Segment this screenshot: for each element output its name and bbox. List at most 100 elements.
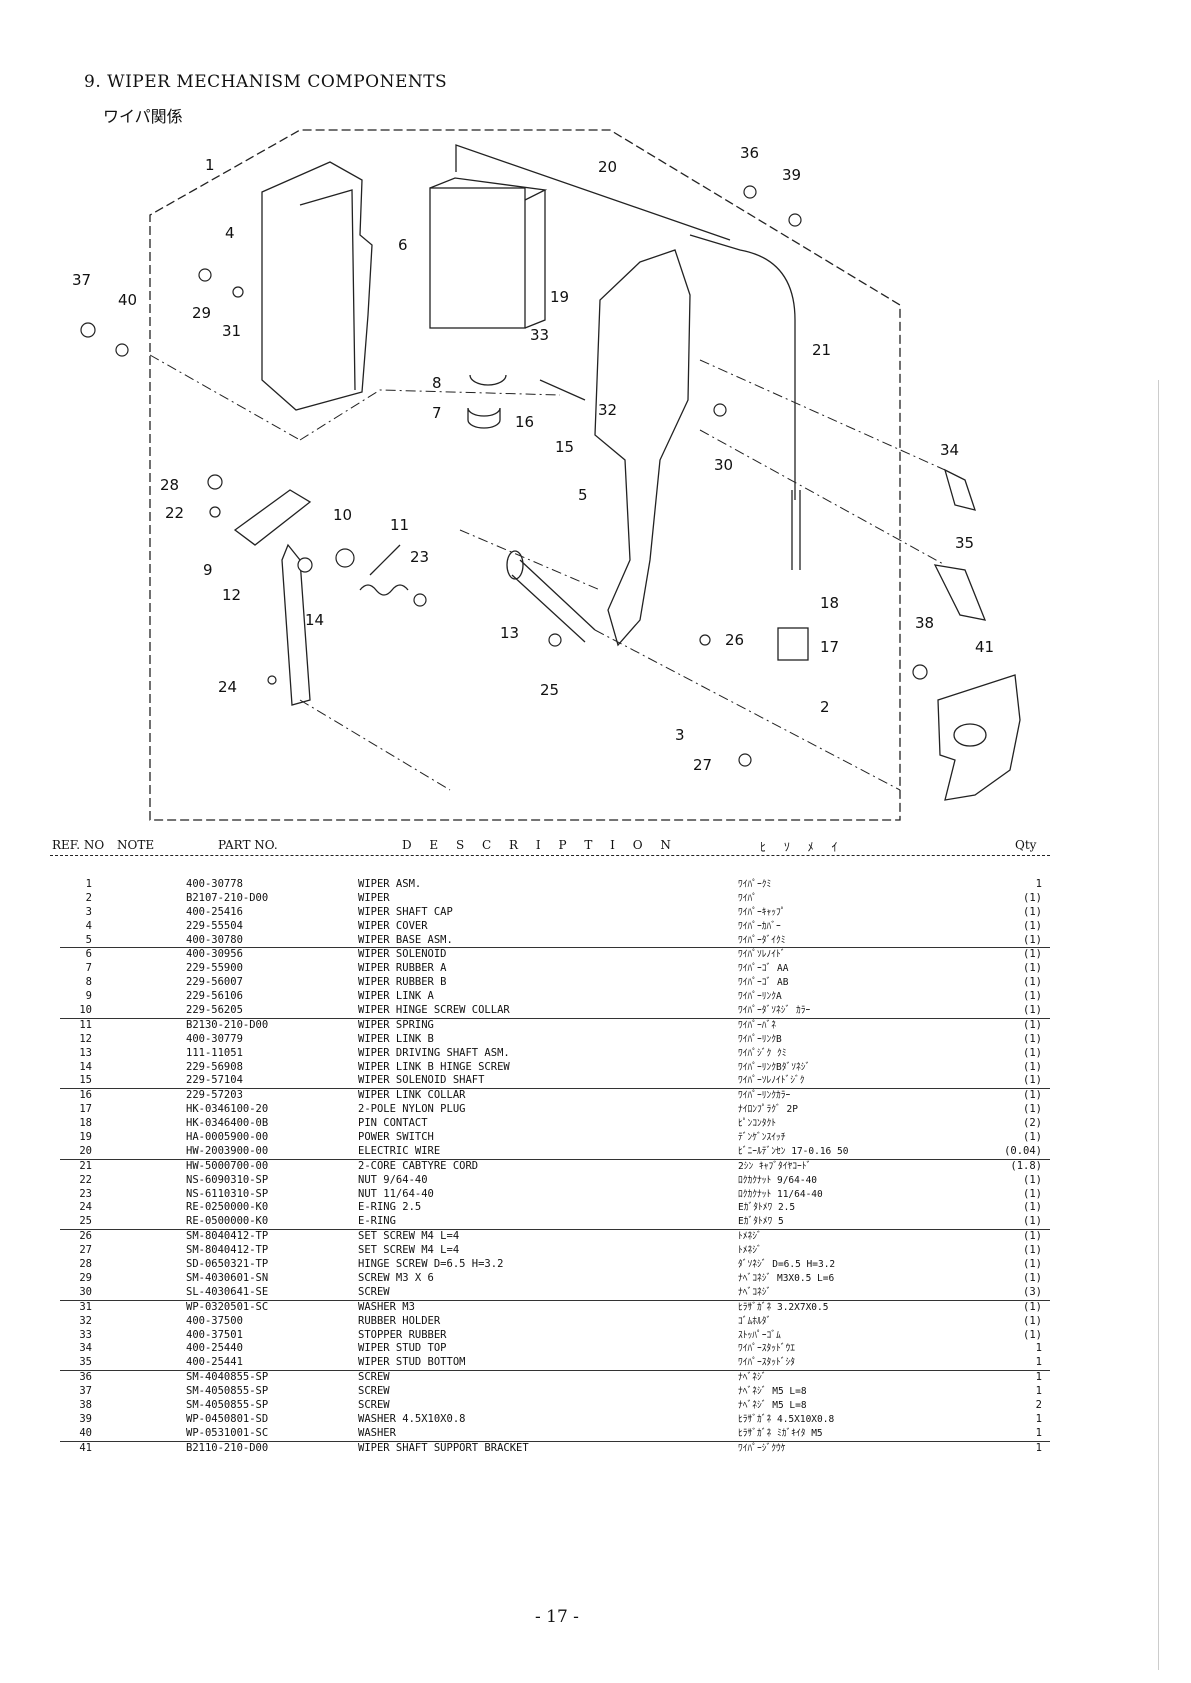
kana-cell: ﾄﾒﾈｼﾞ [738, 1245, 762, 1257]
description-cell: POWER SWITCH [358, 1131, 434, 1144]
qty-cell: (1) [1023, 1328, 1042, 1341]
part-no-cell: SM-8040412-TP [186, 1244, 269, 1257]
qty-cell: (1) [1023, 1074, 1042, 1087]
kana-cell: ﾜｲﾊﾟｰﾀﾞｿﾈｼﾞ ｶﾗｰ [738, 1005, 811, 1017]
part-no-cell: SM-4030601-SN [186, 1271, 269, 1284]
part-no-cell: B2110-210-D00 [186, 1441, 269, 1454]
header-qty: Qty [1015, 838, 1037, 852]
part-no-cell: 400-30779 [186, 1032, 243, 1045]
qty-cell: (0.04) [1004, 1144, 1042, 1157]
description-cell: WIPER LINK B HINGE SCREW [358, 1060, 510, 1073]
description-cell: WIPER STUD TOP [358, 1342, 447, 1355]
ref-no-cell: 15 [79, 1074, 92, 1087]
description-cell: E-RING 2.5 [358, 1201, 422, 1214]
callout-label: 18 [820, 594, 839, 612]
kana-cell: ﾅｲﾛﾝﾌﾟﾗｸﾞ 2P [738, 1104, 798, 1116]
callout-label: 22 [165, 504, 184, 522]
callout-label: 37 [72, 271, 91, 289]
callout-label: 34 [940, 441, 959, 459]
kana-cell: ﾃﾞﾝｹﾞﾝｽｲｯﾁ [738, 1132, 786, 1144]
description-cell: WIPER LINK A [358, 990, 434, 1003]
part-no-cell: WP-0531001-SC [186, 1426, 269, 1439]
description-cell: WIPER COVER [358, 919, 428, 932]
part-no-cell: 400-30778 [186, 878, 243, 890]
kana-cell: ﾜｲﾊﾟｰｺﾞ AA [738, 963, 789, 975]
callout-label: 1 [205, 156, 215, 174]
callout-label: 3 [675, 726, 685, 744]
part-no-cell: NS-6110310-SP [186, 1187, 269, 1200]
qty-cell: (1.8) [1010, 1159, 1042, 1172]
callout-label: 26 [725, 631, 744, 649]
qty-cell: (1) [1023, 933, 1042, 946]
qty-cell: (1) [1023, 1230, 1042, 1243]
description-cell: WIPER SHAFT SUPPORT BRACKET [358, 1441, 529, 1454]
kana-cell: ﾅﾍﾞﾈｼﾞ [738, 1372, 767, 1384]
ref-no-cell: 24 [79, 1201, 92, 1214]
part-no-cell: SM-4050855-SP [186, 1398, 269, 1411]
callout-label: 21 [812, 341, 831, 359]
part-no-cell: 400-37501 [186, 1328, 243, 1341]
part-no-cell: SM-8040412-TP [186, 1230, 269, 1243]
kana-cell: ﾋﾟﾝｺﾝﾀｸﾄ [738, 1118, 777, 1130]
callout-label: 20 [598, 158, 617, 176]
ref-no-cell: 41 [79, 1441, 92, 1454]
kana-cell: ｺﾞﾑﾎﾙﾀﾞ [738, 1315, 772, 1327]
part-no-cell: HW-5000700-00 [186, 1159, 269, 1172]
part-no-cell: 229-56205 [186, 1004, 243, 1017]
callout-label: 41 [975, 638, 994, 656]
page-number: - 17 - [535, 1607, 579, 1627]
qty-cell: (1) [1023, 976, 1042, 989]
description-cell: STOPPER RUBBER [358, 1328, 447, 1341]
description-cell: SCREW [358, 1398, 390, 1411]
qty-cell: 1 [1035, 1371, 1042, 1384]
part-no-cell: SM-4040855-SP [186, 1371, 269, 1384]
description-cell: SCREW [358, 1385, 390, 1398]
callout-label: 36 [740, 144, 759, 162]
page-subtitle: ワイパ関係 [103, 107, 183, 126]
description-cell: SET SCREW M4 L=4 [358, 1230, 460, 1243]
part-no-cell: 229-56106 [186, 990, 243, 1003]
header-note: NOTE [117, 838, 155, 852]
callout-label: 4 [225, 224, 235, 242]
qty-cell: 1 [1035, 878, 1042, 890]
description-cell: WIPER DRIVING SHAFT ASM. [358, 1046, 510, 1059]
description-cell: E-RING [358, 1215, 396, 1228]
kana-cell: ﾜｲﾊﾟｰﾘﾝｸｶﾗｰ [738, 1090, 791, 1102]
callout-label: 8 [432, 374, 442, 392]
qty-cell: 1 [1035, 1441, 1042, 1454]
description-cell: SCREW M3 X 6 [358, 1271, 434, 1284]
part-no-cell: HK-0346400-0B [186, 1117, 269, 1130]
description-cell: WIPER SOLENOID [358, 948, 447, 961]
part-no-cell: NS-6090310-SP [186, 1173, 269, 1186]
kana-cell: Eｶﾞﾀﾄﾒﾜ 2.5 [738, 1202, 796, 1214]
part-no-cell: 400-25441 [186, 1356, 243, 1369]
ref-no-cell: 30 [79, 1285, 92, 1298]
ref-no-cell: 22 [79, 1173, 92, 1186]
ref-no-cell: 31 [79, 1300, 92, 1313]
ref-no-cell: 9 [85, 990, 92, 1003]
callout-label: 9 [203, 561, 213, 579]
description-cell: NUT 11/64-40 [358, 1187, 434, 1200]
part-no-cell: B2107-210-D00 [186, 891, 269, 904]
callout-label: 10 [333, 506, 352, 524]
description-cell: NUT 9/64-40 [358, 1173, 428, 1186]
part-no-cell: WP-0320501-SC [186, 1300, 269, 1313]
kana-cell: ﾋﾗｻﾞｶﾞﾈ 4.5X10X0.8 [738, 1413, 835, 1425]
description-cell: SCREW [358, 1371, 390, 1384]
